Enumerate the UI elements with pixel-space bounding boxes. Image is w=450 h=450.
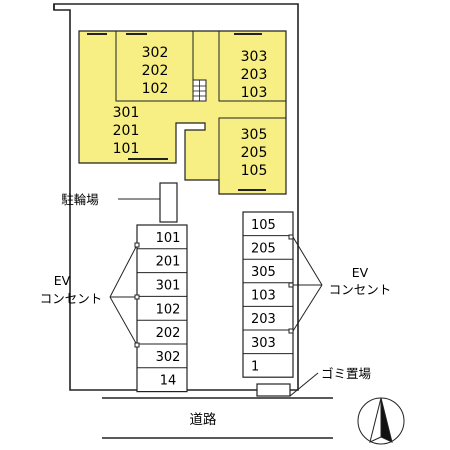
bicycle-parking	[159, 182, 178, 223]
parking-right: 105 205 305 103 203 303 1	[242, 211, 294, 378]
parking-slot-number: 202	[156, 326, 181, 341]
room-number: 103	[241, 85, 268, 101]
parking-slot-number: 305	[251, 265, 276, 280]
room-labels-nw: 302 202 102	[142, 45, 169, 97]
bicycle-parking-label: 駐輪場	[61, 192, 99, 207]
garbage-area	[256, 383, 291, 397]
room-number: 202	[142, 63, 169, 79]
room-number: 205	[241, 145, 268, 161]
north-arrow-icon	[357, 397, 405, 445]
room-number: 203	[241, 67, 268, 83]
parking-slot-number: 205	[251, 241, 276, 256]
parking-slot-number: 14	[160, 374, 177, 389]
ev-label-right-line1: EV	[352, 265, 369, 280]
garbage-leader-line	[289, 372, 319, 397]
stairs-icon	[192, 79, 207, 102]
ev-leaders-left	[109, 242, 140, 348]
room-number: 303	[241, 49, 268, 65]
apartment-building	[78, 30, 287, 195]
ev-label-left-line2: コンセント	[40, 291, 103, 306]
room-number: 101	[113, 141, 140, 157]
parking-slot-number: 103	[251, 289, 276, 304]
parking-slot-number: 101	[156, 231, 181, 246]
garbage-label: ゴミ置場	[321, 366, 371, 381]
ev-label-right-line2: コンセント	[329, 282, 392, 297]
ev-leaders-right	[288, 234, 323, 334]
parking-slot-number: 105	[251, 218, 276, 233]
parking-slot-number: 302	[156, 350, 181, 365]
room-labels-w: 301 201 101	[113, 105, 140, 157]
room-number: 305	[241, 127, 268, 143]
room-labels-ne: 303 203 103	[241, 49, 268, 101]
room-labels-e: 305 205 105	[241, 127, 268, 179]
parking-slot-number: 203	[251, 312, 276, 327]
parking-column-outline	[136, 224, 188, 393]
parking-slot-number: 102	[156, 302, 181, 317]
room-number: 301	[113, 105, 140, 121]
parking-slot-number: 1	[251, 359, 259, 374]
parking-slot-number: 201	[156, 255, 181, 270]
room-number: 201	[113, 123, 140, 139]
room-number: 102	[142, 81, 169, 97]
ev-label-left-line1: EV	[54, 273, 71, 288]
road-label: 道路	[190, 412, 217, 428]
room-number: 302	[142, 45, 169, 61]
room-number: 105	[241, 163, 268, 179]
block-e-outline	[218, 117, 287, 195]
parking-column-outline	[242, 211, 294, 378]
parking-left: 101 201 301 102 202 302 14	[136, 224, 188, 393]
parking-slot-number: 301	[156, 279, 181, 294]
block-ne-outline	[218, 30, 287, 102]
parking-slot-number: 303	[251, 336, 276, 351]
